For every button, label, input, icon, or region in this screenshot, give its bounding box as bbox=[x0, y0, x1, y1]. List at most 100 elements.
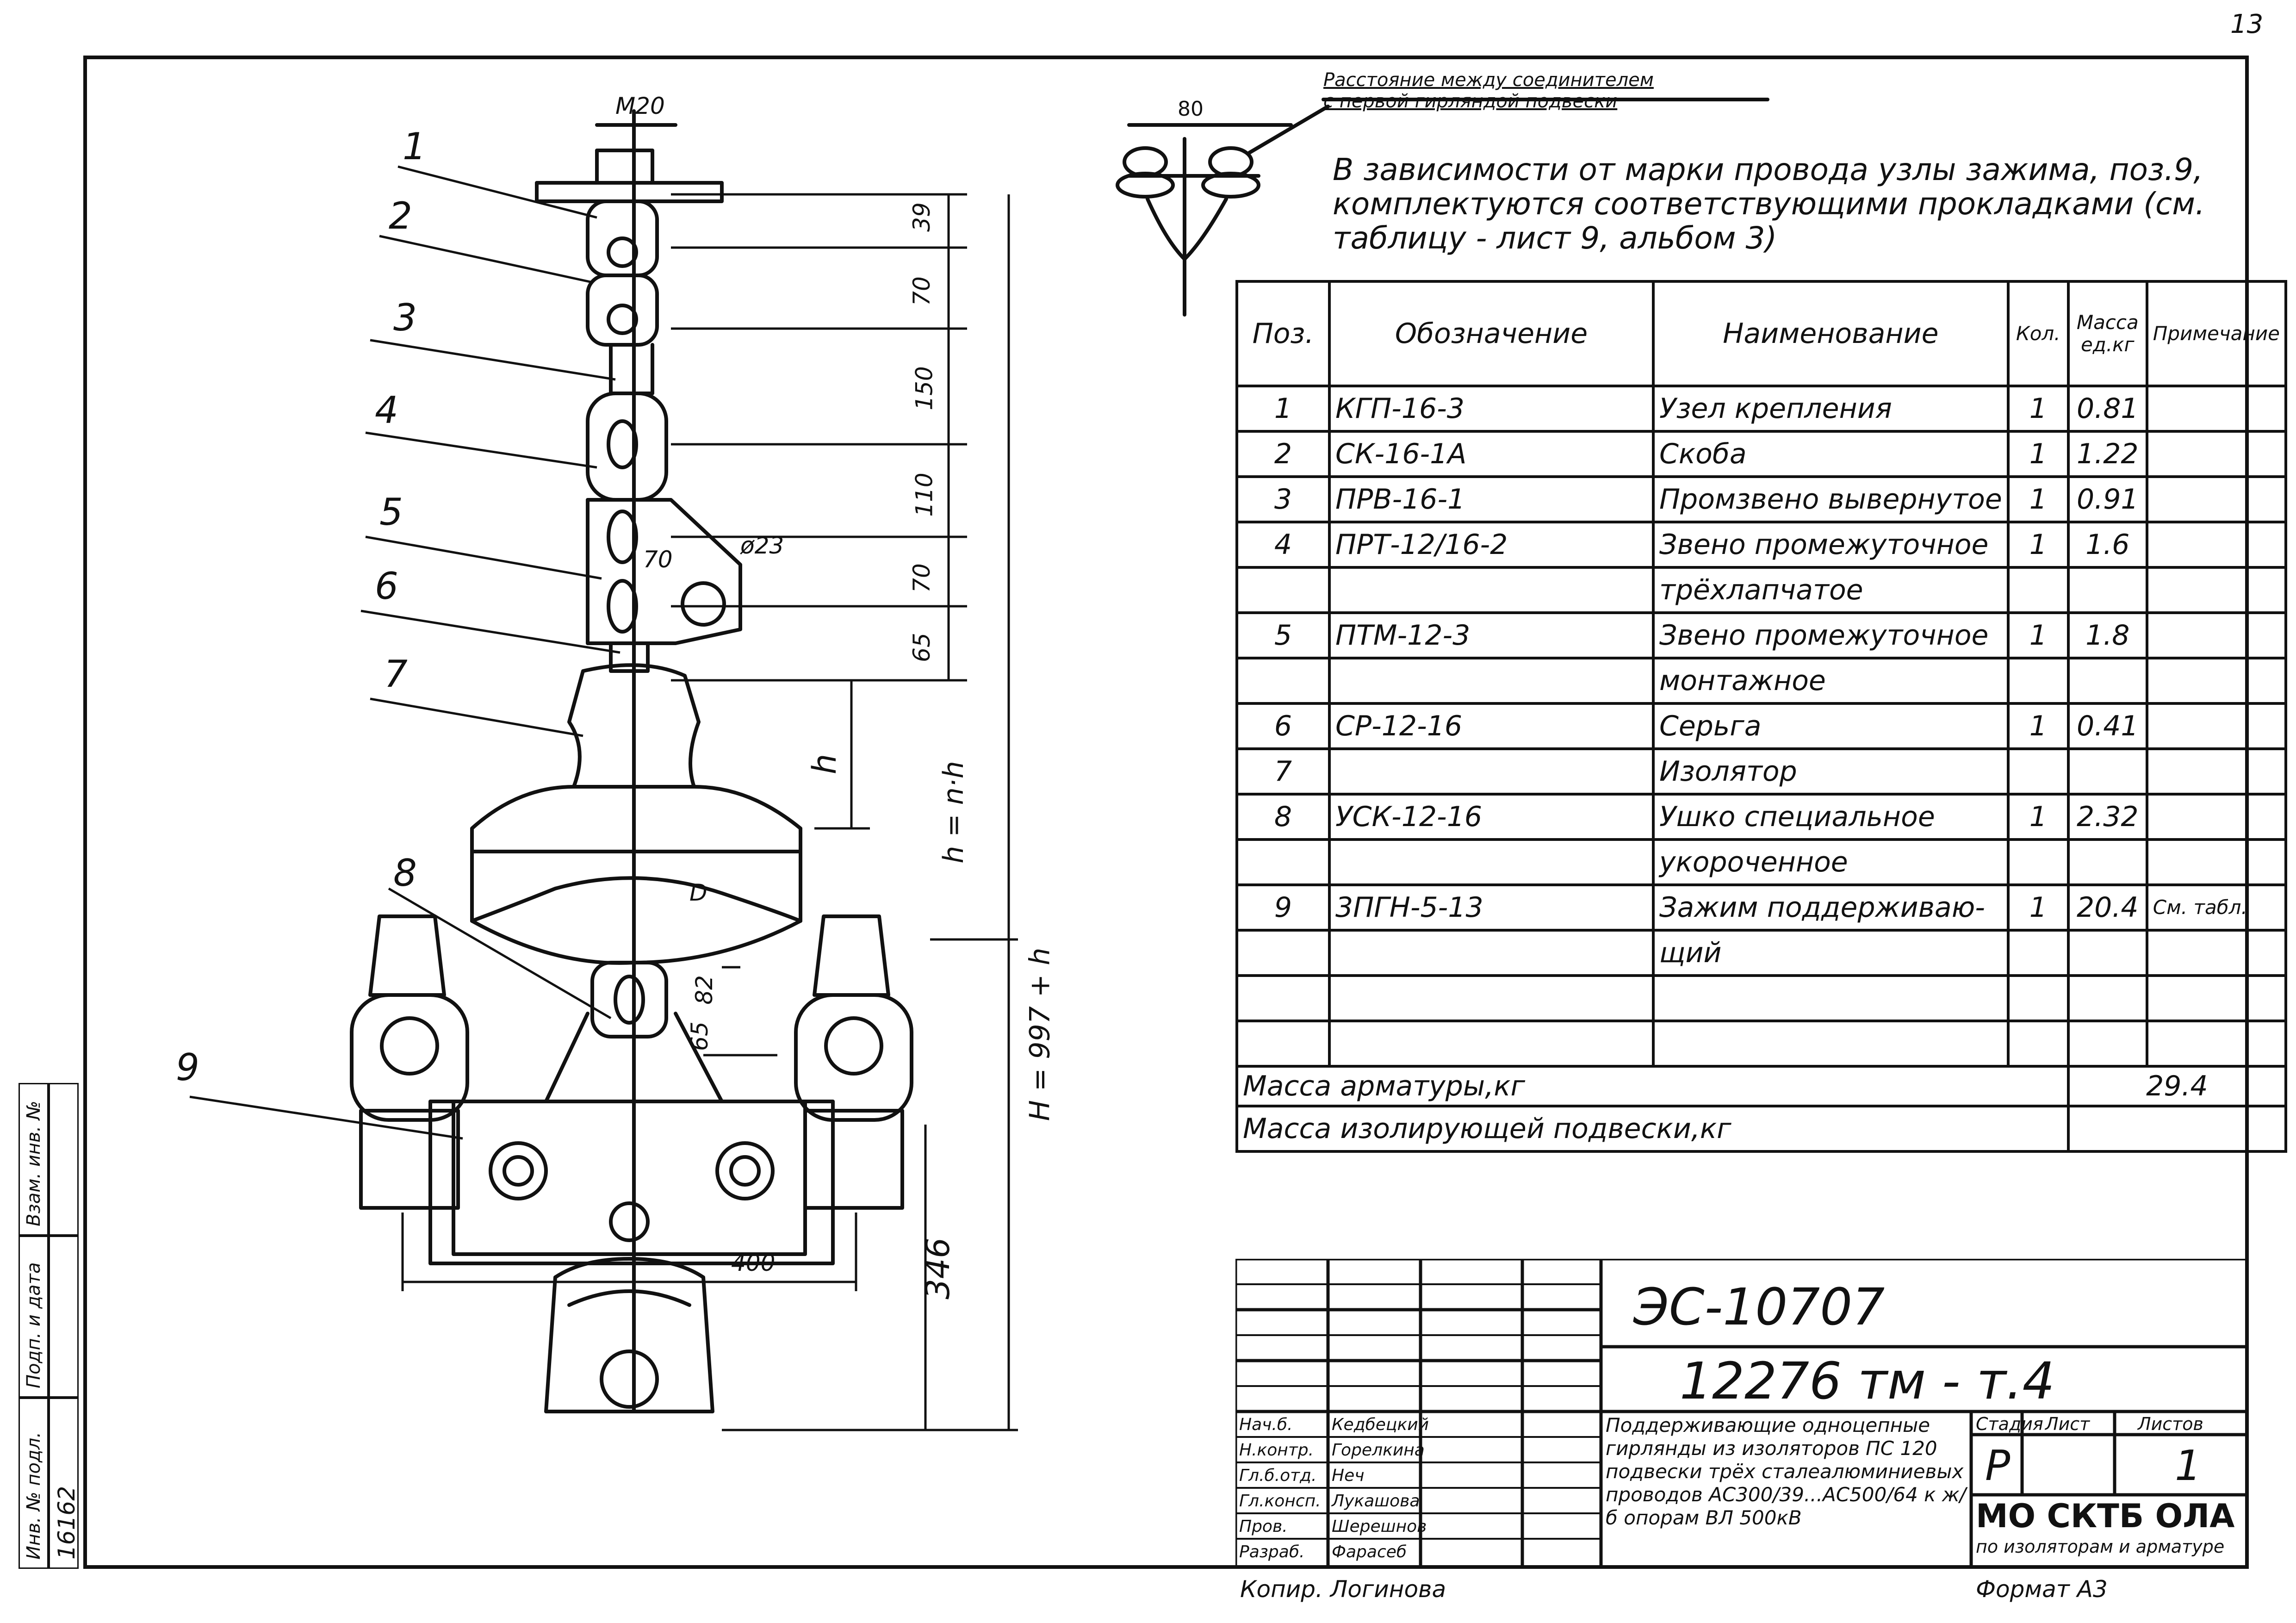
spec-cell-designation: 3ПГН-5-13 bbox=[1328, 883, 1655, 932]
leader-lines bbox=[189, 165, 621, 1140]
pos-label-8: 8 bbox=[393, 852, 417, 895]
spec-cell-designation bbox=[1328, 657, 1655, 705]
dim-82: 82 bbox=[690, 975, 718, 1005]
dim-70-offset: 70 bbox=[643, 546, 673, 573]
spec-cell-designation bbox=[1328, 974, 1655, 1022]
spec-cell-qty: 1 bbox=[2006, 702, 2070, 750]
org-sub: по изоляторам и арматуре bbox=[1976, 1536, 2225, 1557]
spec-cell-designation bbox=[1328, 566, 1655, 614]
spec-cell-note bbox=[2145, 475, 2288, 523]
org-name: МО СКТБ ОЛА bbox=[1976, 1497, 2235, 1535]
spec-cell-note bbox=[2145, 793, 2288, 841]
spec-cell-name: Ушко специальное bbox=[1652, 793, 2010, 841]
spec-cell-mass: 0.81 bbox=[2066, 385, 2148, 433]
spec-cell-mass: 0.41 bbox=[2066, 702, 2148, 750]
spec-cell-mass bbox=[2066, 838, 2148, 886]
spec-cell-name: Промзвено вывернутое bbox=[1652, 475, 2010, 523]
signatory-name: Кедбецкий bbox=[1332, 1415, 1429, 1434]
spec-cell-pos bbox=[1235, 929, 1331, 977]
dim-D: D bbox=[689, 879, 707, 906]
dim-m20: М20 bbox=[615, 93, 665, 119]
stamp-inv-label: Инв. № подл. bbox=[23, 1432, 44, 1560]
dim-400: 400 bbox=[731, 1250, 776, 1276]
spec-cell-pos: 1 bbox=[1235, 385, 1331, 433]
spec-cell-name: Серьга bbox=[1652, 702, 2010, 750]
spec-cell-designation: СК-16-1А bbox=[1328, 430, 1655, 478]
spec-cell-note bbox=[2145, 611, 2288, 659]
spec-cell-pos: 7 bbox=[1235, 747, 1331, 796]
spec-cell-note bbox=[2145, 566, 2288, 614]
spec-cell-designation bbox=[1328, 838, 1655, 886]
doc-title: Поддерживающие одноцепные гирлянды из из… bbox=[1606, 1414, 1966, 1529]
spec-cell-note bbox=[2145, 521, 2288, 569]
spec-cell-pos bbox=[1235, 657, 1331, 705]
spec-cell-note bbox=[2145, 657, 2288, 705]
sheet-format: Формат А3 bbox=[1976, 1576, 2108, 1603]
doc-number: 12276 тм - т.4 bbox=[1680, 1351, 2055, 1411]
spec-row bbox=[1235, 1020, 2288, 1068]
pos-label-4: 4 bbox=[375, 389, 398, 432]
pos-label-9: 9 bbox=[176, 1046, 199, 1089]
signatory-role: Н.контр. bbox=[1239, 1441, 1314, 1460]
dim-h: h bbox=[806, 753, 844, 775]
pos-label-7: 7 bbox=[384, 653, 408, 696]
spec-cell-pos: 9 bbox=[1235, 883, 1331, 932]
spec-cell-mass: 0.91 bbox=[2066, 475, 2148, 523]
spec-cell-designation: ПТМ-12-3 bbox=[1328, 611, 1655, 659]
title-block: ЭС-10707 12276 тм - т.4 Поддерживающие о… bbox=[1235, 1259, 2249, 1569]
header-designation: Обозначение bbox=[1328, 280, 1655, 387]
spec-cell-qty bbox=[2006, 747, 2070, 796]
callout-dim: 80 bbox=[1178, 97, 1204, 121]
spec-cell-designation bbox=[1328, 929, 1655, 977]
spec-cell-pos bbox=[1235, 838, 1331, 886]
spec-cell-mass bbox=[2066, 747, 2148, 796]
spec-cell-qty bbox=[2006, 657, 2070, 705]
spec-cell-qty: 1 bbox=[2006, 521, 2070, 569]
mass-fittings-row: Масса арматуры,кг 29.4 bbox=[1235, 1065, 2288, 1107]
dim-H: H = 997 + h bbox=[1024, 947, 1056, 1121]
mass-insulation-value bbox=[2066, 1105, 2288, 1153]
spec-cell-qty bbox=[2006, 1020, 2070, 1068]
spec-cell-note bbox=[2145, 974, 2288, 1022]
spec-cell-designation bbox=[1328, 1020, 1655, 1068]
spec-cell-mass bbox=[2066, 657, 2148, 705]
spec-cell-name: монтажное bbox=[1652, 657, 2010, 705]
dim-d23: ø23 bbox=[740, 532, 784, 559]
signatory-name: Горелкина bbox=[1332, 1441, 1425, 1460]
spec-row: 7 Изолятор bbox=[1235, 747, 2288, 796]
connector-sketch bbox=[1116, 98, 1769, 317]
spec-cell-qty bbox=[2006, 974, 2070, 1022]
spec-cell-name: Изолятор bbox=[1652, 747, 2010, 796]
spec-cell-designation: ПРТ-12/16-2 bbox=[1328, 521, 1655, 569]
spec-cell-mass bbox=[2066, 974, 2148, 1022]
spec-cell-pos: 2 bbox=[1235, 430, 1331, 478]
spec-cell-pos: 4 bbox=[1235, 521, 1331, 569]
spec-row bbox=[1235, 974, 2288, 1022]
spec-cell-note: См. табл. bbox=[2145, 883, 2288, 932]
mass-insulation-label: Масса изолирующей подвески,кг bbox=[1235, 1105, 2070, 1153]
spec-cell-pos bbox=[1235, 1020, 1331, 1068]
copied-by: Копир. Логинова bbox=[1240, 1576, 1446, 1603]
spec-cell-pos: 8 bbox=[1235, 793, 1331, 841]
spec-cell-designation: КГП-16-3 bbox=[1328, 385, 1655, 433]
stamp-sign-label: Подп. и дата bbox=[23, 1262, 44, 1388]
mass-insulation-row: Масса изолирующей подвески,кг bbox=[1235, 1105, 2288, 1153]
pos-label-2: 2 bbox=[389, 194, 412, 237]
spec-cell-qty bbox=[2006, 838, 2070, 886]
dim-150: 150 bbox=[911, 366, 938, 410]
spec-cell-pos: 3 bbox=[1235, 475, 1331, 523]
spec-cell-name bbox=[1652, 1020, 2010, 1068]
spec-cell-designation: УСК-12-16 bbox=[1328, 793, 1655, 841]
pos-label-5: 5 bbox=[379, 491, 403, 534]
header-name: Наименование bbox=[1652, 280, 2010, 387]
signatory-role: Гл.консп. bbox=[1239, 1492, 1321, 1511]
spec-cell-name: трёхлапчатое bbox=[1652, 566, 2010, 614]
dim-70a: 70 bbox=[908, 276, 935, 306]
